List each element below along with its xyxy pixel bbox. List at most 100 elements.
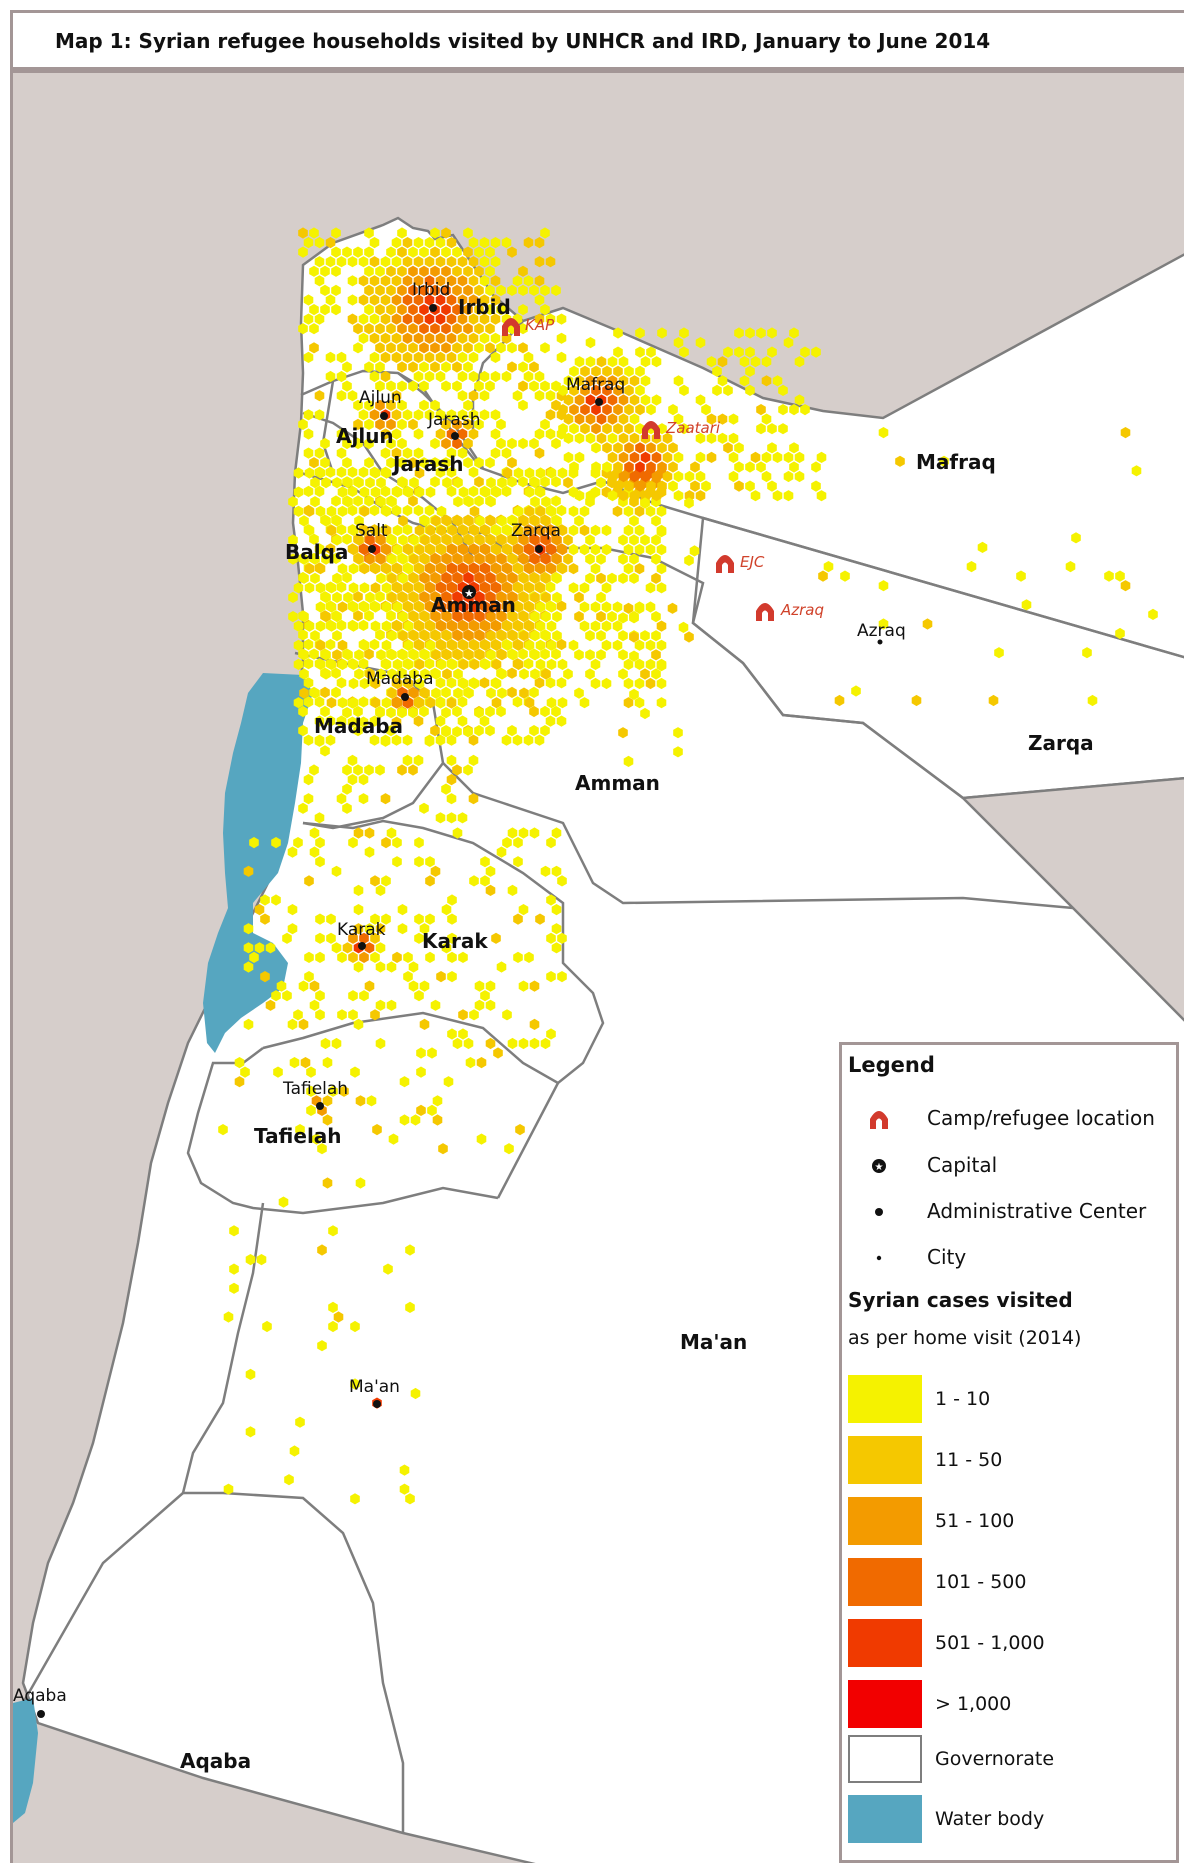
density-hex: [540, 705, 550, 718]
dead-sea: [203, 673, 313, 1053]
density-hex: [331, 942, 342, 954]
density-hex: [515, 1124, 525, 1136]
density-hex: [380, 313, 391, 325]
density-hex: [321, 515, 331, 527]
density-hex: [469, 620, 480, 632]
density-hex: [392, 856, 402, 868]
density-hex: [507, 1037, 518, 1050]
density-hex: [309, 304, 319, 316]
density-hex: [332, 630, 342, 642]
density-hex: [398, 630, 408, 642]
density-hex: [353, 764, 363, 776]
density-hex: [375, 961, 386, 973]
density-hex: [474, 495, 484, 507]
density-hex: [303, 237, 314, 249]
density-hex: [546, 544, 557, 556]
density-hex: [409, 591, 419, 603]
density-hex: [601, 677, 612, 690]
density-hex: [391, 351, 402, 363]
density-hex: [442, 572, 452, 584]
density-hex: [409, 630, 419, 642]
density-hex: [651, 611, 661, 623]
density-hex: [480, 875, 490, 887]
density-hex: [408, 707, 418, 719]
density-hex: [678, 621, 689, 633]
density-hex: [364, 284, 374, 296]
density-hex: [778, 404, 788, 416]
density-hex: [342, 571, 352, 584]
density-hex: [530, 534, 540, 546]
density-hex: [546, 505, 557, 517]
density-hex: [695, 470, 706, 483]
density-hex: [519, 572, 529, 584]
density-hex: [342, 457, 352, 469]
density-hex: [442, 515, 452, 527]
city-dot-icon: [877, 639, 883, 645]
density-hex: [223, 1311, 234, 1323]
density-hex: [540, 725, 550, 737]
density-hex: [293, 697, 304, 709]
density-hex: [375, 380, 385, 392]
density-hex: [350, 1320, 360, 1333]
density-hex: [414, 601, 425, 613]
density-hex: [321, 477, 331, 489]
density-hex: [446, 697, 457, 709]
density-hex: [519, 611, 529, 623]
density-hex: [386, 827, 397, 839]
density-hex: [375, 361, 385, 373]
density-hex: [298, 802, 308, 814]
density-hex: [656, 582, 667, 594]
governorate-label: Zarqa: [1028, 731, 1094, 755]
legend-city-row: City: [842, 1239, 1172, 1279]
density-hex: [320, 457, 330, 469]
density-hex: [624, 423, 634, 435]
density-hex: [441, 904, 452, 916]
density-hex: [375, 323, 385, 335]
density-hex: [347, 390, 358, 402]
density-hex: [1065, 561, 1076, 573]
density-hex: [331, 246, 341, 258]
density-hex: [326, 913, 336, 925]
camp-icon: [716, 555, 734, 573]
density-hex: [457, 390, 468, 402]
density-hex: [468, 793, 479, 805]
density-hex: [391, 409, 402, 421]
density-hex: [447, 544, 458, 556]
density-hex: [392, 951, 402, 963]
density-hex: [497, 687, 507, 699]
density-hex: [413, 370, 424, 383]
density-hex: [386, 304, 396, 316]
density-hex: [490, 370, 501, 383]
density-hex: [380, 332, 391, 344]
legend-cases-title: Syrian cases visited: [848, 1288, 1073, 1312]
density-hex: [783, 490, 794, 502]
legend-class-row: 11 - 50: [848, 1436, 1168, 1486]
density-hex: [265, 942, 276, 954]
density-hex: [298, 323, 308, 335]
density-hex: [343, 496, 353, 508]
density-hex: [347, 697, 358, 709]
governorate-label: Amman: [575, 771, 660, 795]
city-label: Aqaba: [13, 1686, 67, 1706]
density-hex: [304, 875, 314, 887]
density-hex: [245, 1368, 256, 1380]
density-hex: [504, 1143, 514, 1155]
city-label: Jarash: [427, 410, 480, 430]
density-hex: [579, 582, 590, 594]
density-hex: [332, 572, 342, 584]
density-hex: [441, 783, 451, 795]
density-hex: [640, 497, 650, 509]
density-hex: [508, 572, 518, 584]
density-hex: [574, 356, 585, 368]
density-hex: [436, 582, 447, 594]
density-hex: [767, 346, 777, 358]
density-hex: [409, 611, 419, 623]
density-hex: [408, 495, 418, 507]
density-hex: [541, 515, 551, 527]
density-hex: [369, 351, 380, 363]
density-hex: [535, 601, 546, 613]
density-hex: [348, 1009, 358, 1021]
density-hex: [347, 466, 358, 478]
density-hex: [364, 304, 374, 316]
density-hex: [508, 630, 518, 642]
